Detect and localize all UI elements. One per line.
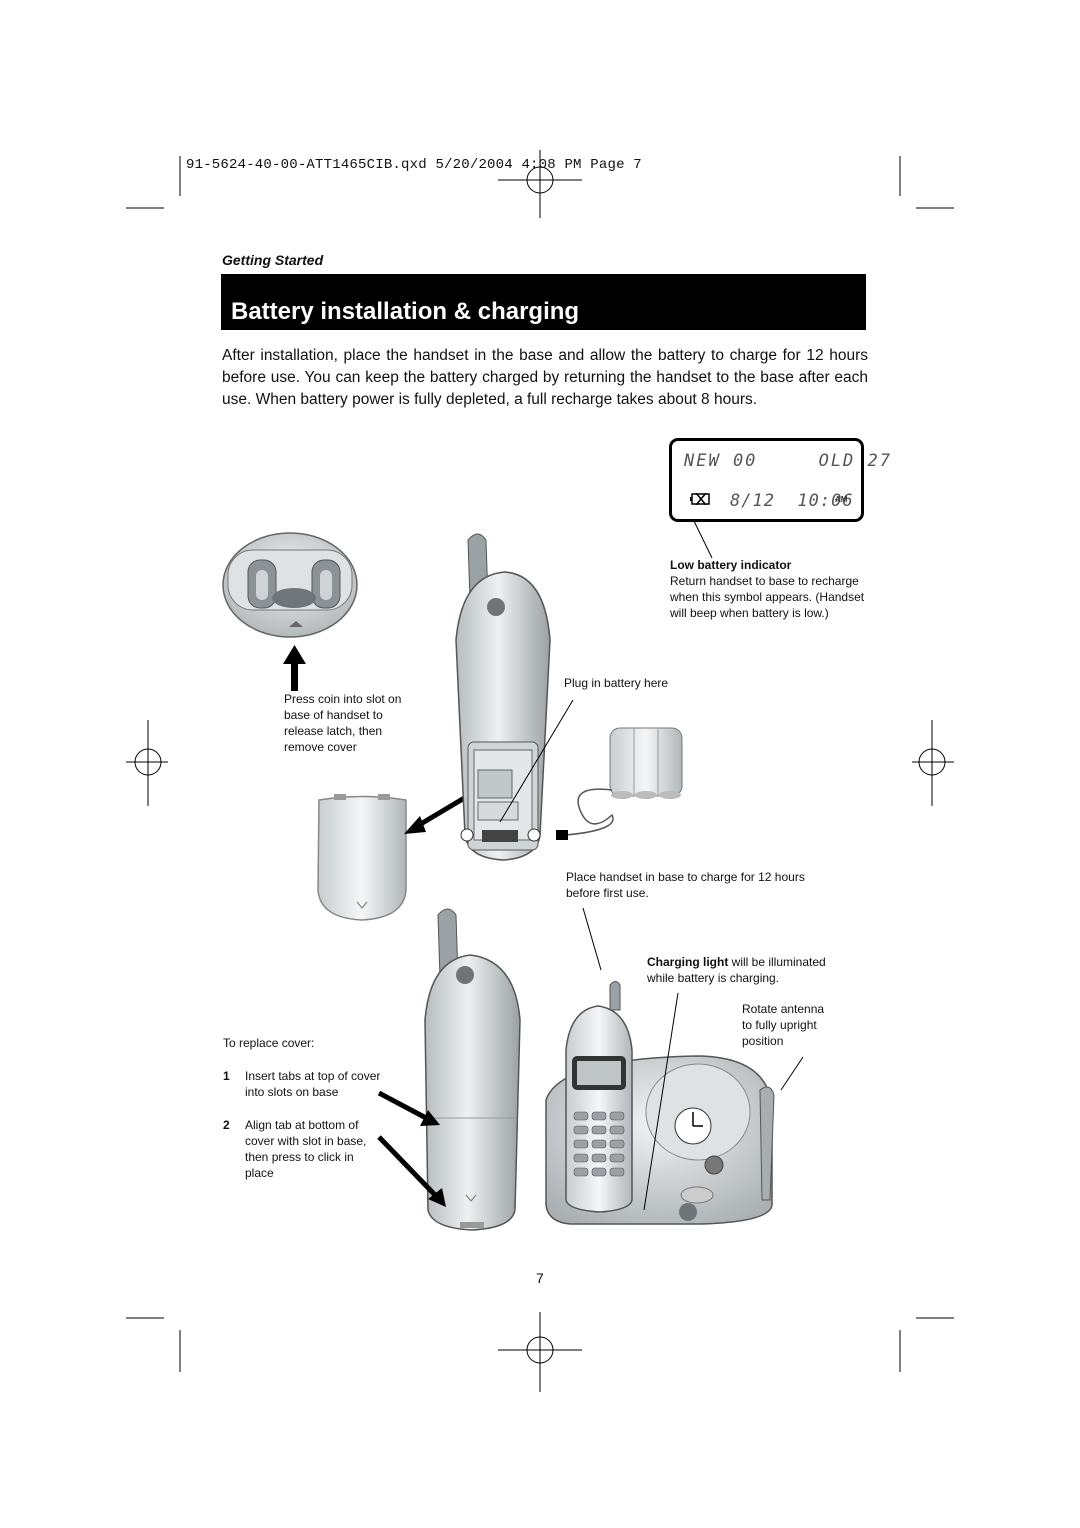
replace-step-2: 2 Align tab at bottom of cover with slot…: [223, 1117, 383, 1181]
low-battery-icon: [690, 493, 710, 505]
section-label: Getting Started: [222, 252, 324, 268]
handset-open-back: [455, 533, 551, 861]
step-text: Align tab at bottom of cover with slot i…: [245, 1118, 367, 1180]
phone-in-base: [545, 981, 775, 1225]
title-bar: Battery installation & charging: [221, 274, 866, 330]
battery-pack: [556, 727, 683, 840]
charging-light-text: will be illuminated while battery is cha…: [647, 955, 826, 985]
intro-paragraph: After installation, place the handset in…: [222, 347, 868, 408]
replace-step-1: 1 Insert tabs at top of cover into slots…: [223, 1068, 383, 1100]
handset-bottom-view: [222, 532, 358, 638]
lcd-line-2: 8/12 10:06: [730, 491, 854, 511]
place-handset-caption: Place handset in base to charge for 12 h…: [566, 870, 805, 900]
file-slug: 91-5624-40-00-ATT1465CIB.qxd 5/20/2004 4…: [186, 157, 642, 173]
page-title: Battery installation & charging: [231, 298, 580, 325]
rotate-antenna-caption: Rotate antenna to fully upright position: [742, 1002, 825, 1048]
lcd-ampm: AM: [835, 495, 848, 504]
low-battery-caption: Low battery indicator Return handset to …: [670, 557, 870, 621]
charging-light-caption: Charging light will be illuminated while…: [647, 954, 837, 986]
low-battery-heading: Low battery indicator: [670, 558, 792, 572]
step-text: Insert tabs at top of cover into slots o…: [245, 1069, 381, 1099]
arrow-click-cover-icon: [377, 1135, 446, 1207]
battery-cover: [317, 794, 407, 921]
step-number: 1: [223, 1069, 230, 1083]
arrow-insert-tabs-icon: [377, 1090, 440, 1126]
press-coin-caption: Press coin into slot on base of handset …: [284, 692, 402, 754]
step-number: 2: [223, 1118, 230, 1132]
low-battery-text: Return handset to base to recharge when …: [670, 574, 865, 620]
lcd-line-1: NEW 00 OLD 27: [684, 451, 892, 471]
plug-label: Plug in battery here: [564, 676, 669, 690]
up-arrow-icon: [283, 645, 306, 691]
handset-with-cover: [424, 908, 521, 1231]
arrow-to-cover-icon: [404, 794, 468, 834]
page-number: 7: [536, 1270, 544, 1286]
charging-light-label: Charging light: [647, 955, 729, 969]
replace-cover-heading: To replace cover:: [223, 1036, 315, 1050]
crop-marks: [126, 150, 954, 1392]
lcd-display: NEW 00 OLD 27 8/12 10:06 AM: [669, 438, 890, 522]
